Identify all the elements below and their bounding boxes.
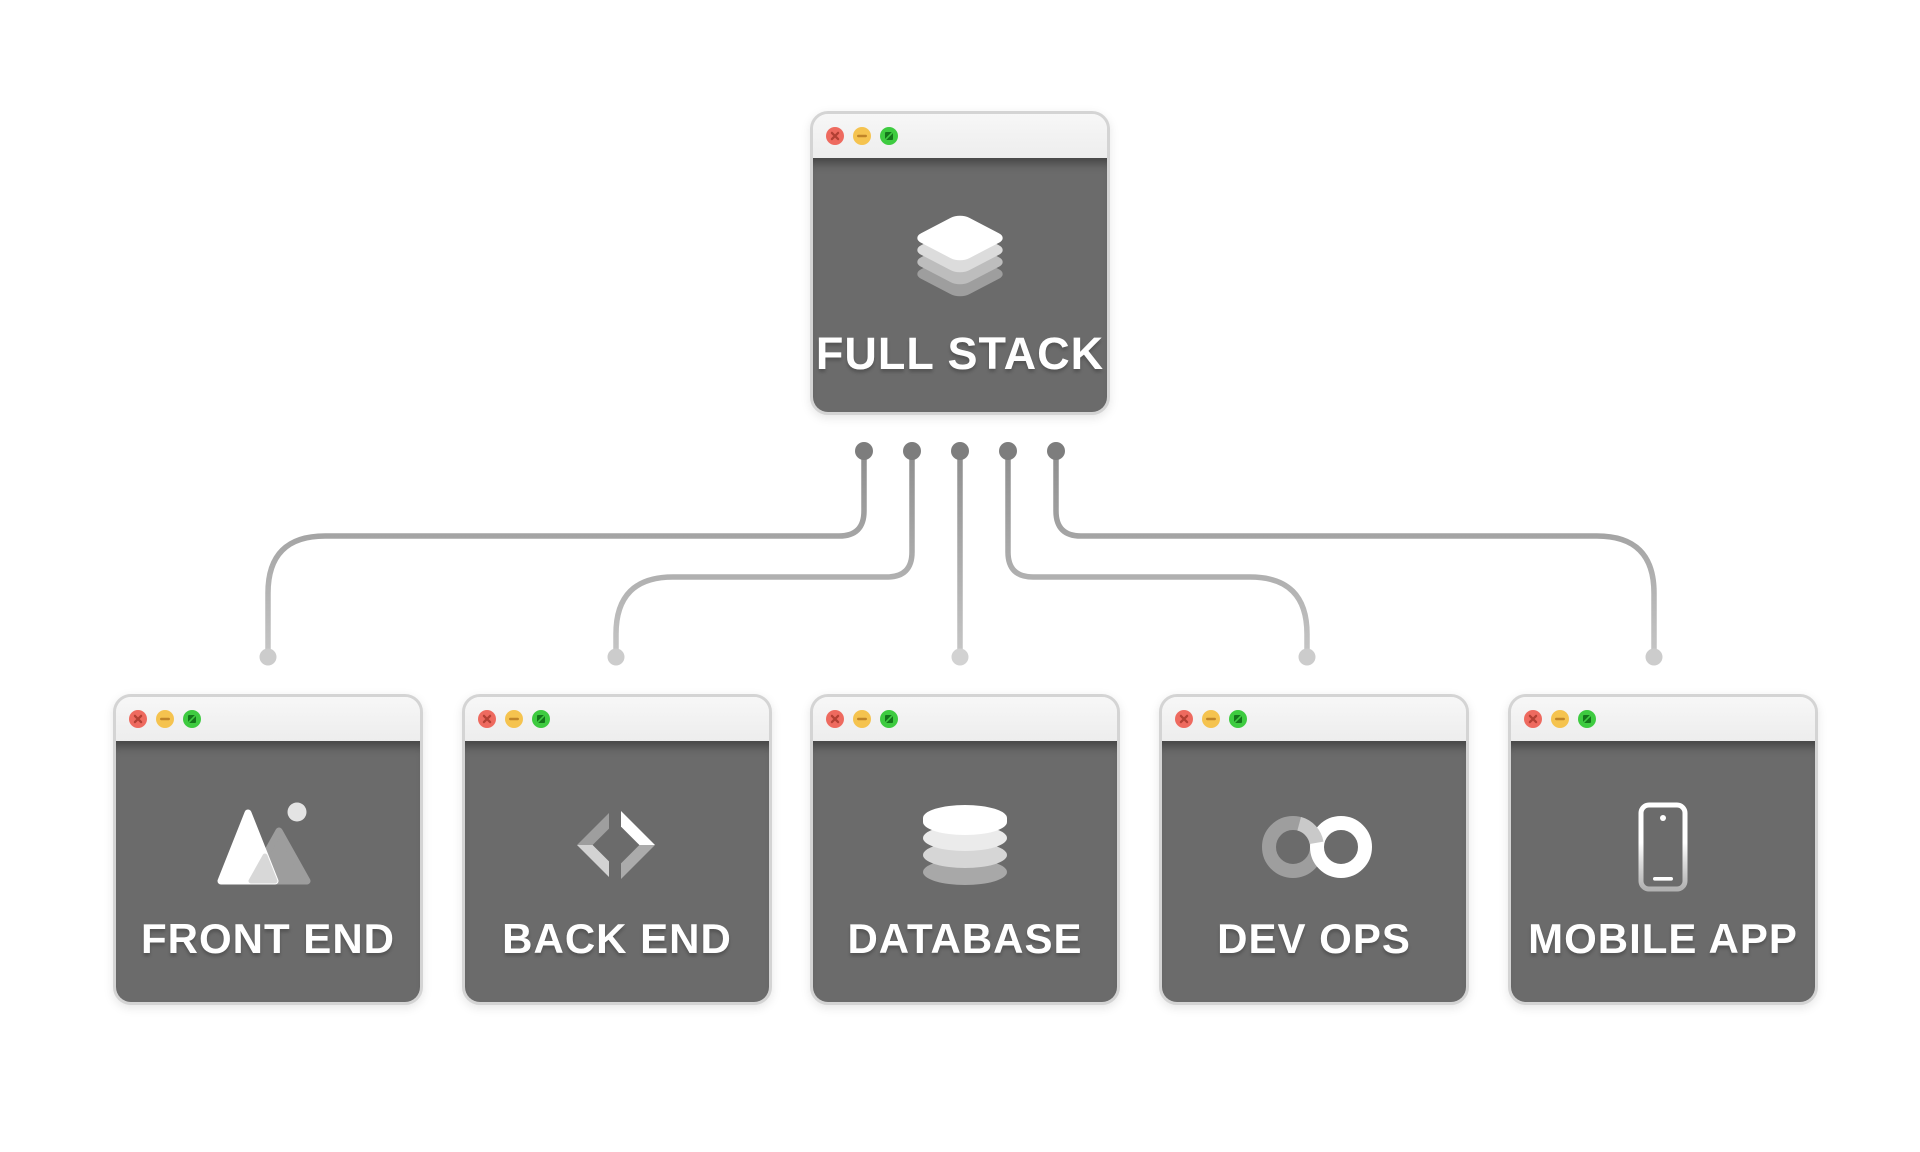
titlebar: [116, 697, 420, 741]
zoom-button[interactable]: [532, 710, 550, 728]
minimize-button[interactable]: [853, 127, 871, 145]
window-title: FULL STACK: [815, 328, 1105, 379]
connector-start-dots: [855, 442, 1065, 460]
zoom-button[interactable]: [880, 710, 898, 728]
window-full-stack: FULL STACK: [810, 111, 1110, 415]
window-title: MOBILE APP: [1528, 915, 1798, 962]
database-icon: [923, 805, 1007, 885]
window-body: BACK END: [465, 741, 769, 1002]
window-body: DATABASE: [813, 741, 1117, 1002]
window-body: FULL STACK: [813, 158, 1107, 412]
zoom-icon: [532, 710, 550, 728]
titlebar: [813, 697, 1117, 741]
window-title: FRONT END: [141, 915, 395, 962]
zoom-icon: [183, 710, 201, 728]
close-icon: [1524, 710, 1542, 728]
minimize-icon: [1551, 710, 1569, 728]
mobile-icon: [1638, 802, 1688, 892]
titlebar: [1162, 697, 1466, 741]
connector-end-dots: [259, 648, 1663, 666]
zoom-button[interactable]: [183, 710, 201, 728]
close-icon: [478, 710, 496, 728]
minimize-icon: [505, 710, 523, 728]
zoom-icon: [880, 127, 898, 145]
minimize-icon: [1202, 710, 1220, 728]
zoom-icon: [880, 710, 898, 728]
close-icon: [1175, 710, 1193, 728]
close-button[interactable]: [1524, 710, 1542, 728]
zoom-button[interactable]: [1229, 710, 1247, 728]
connector-dev-ops: [1005, 451, 1310, 650]
minimize-icon: [156, 710, 174, 728]
window-title: DEV OPS: [1217, 915, 1411, 962]
close-button[interactable]: [129, 710, 147, 728]
minimize-icon: [853, 710, 871, 728]
titlebar: [1511, 697, 1815, 741]
titlebar: [465, 697, 769, 741]
connector-mobile-app: [1053, 451, 1657, 650]
window-title: BACK END: [502, 915, 732, 962]
infinity-icon: [1262, 816, 1372, 878]
window-title: DATABASE: [847, 915, 1083, 962]
close-button[interactable]: [478, 710, 496, 728]
window-mobile-app: MOBILE APP: [1508, 694, 1818, 1005]
window-body: MOBILE APP: [1511, 741, 1815, 1002]
minimize-icon: [853, 127, 871, 145]
image-icon: [217, 802, 311, 885]
zoom-icon: [1578, 710, 1596, 728]
close-icon: [826, 127, 844, 145]
close-button[interactable]: [826, 127, 844, 145]
minimize-button[interactable]: [1551, 710, 1569, 728]
minimize-button[interactable]: [1202, 710, 1220, 728]
window-body: DEV OPS: [1162, 741, 1466, 1002]
minimize-button[interactable]: [853, 710, 871, 728]
code-icon: [577, 811, 655, 879]
window-front-end: FRONT END: [113, 694, 423, 1005]
close-icon: [129, 710, 147, 728]
close-button[interactable]: [1175, 710, 1193, 728]
titlebar: [813, 114, 1107, 158]
minimize-button[interactable]: [505, 710, 523, 728]
close-button[interactable]: [826, 710, 844, 728]
minimize-button[interactable]: [156, 710, 174, 728]
window-database: DATABASE: [810, 694, 1120, 1005]
zoom-button[interactable]: [1578, 710, 1596, 728]
close-icon: [826, 710, 844, 728]
layers-icon: [900, 212, 1020, 300]
zoom-icon: [1229, 710, 1247, 728]
connector-back-end: [613, 451, 915, 650]
window-body: FRONT END: [116, 741, 420, 1002]
connector-front-end: [265, 451, 867, 650]
zoom-button[interactable]: [880, 127, 898, 145]
window-dev-ops: DEV OPS: [1159, 694, 1469, 1005]
window-back-end: BACK END: [462, 694, 772, 1005]
